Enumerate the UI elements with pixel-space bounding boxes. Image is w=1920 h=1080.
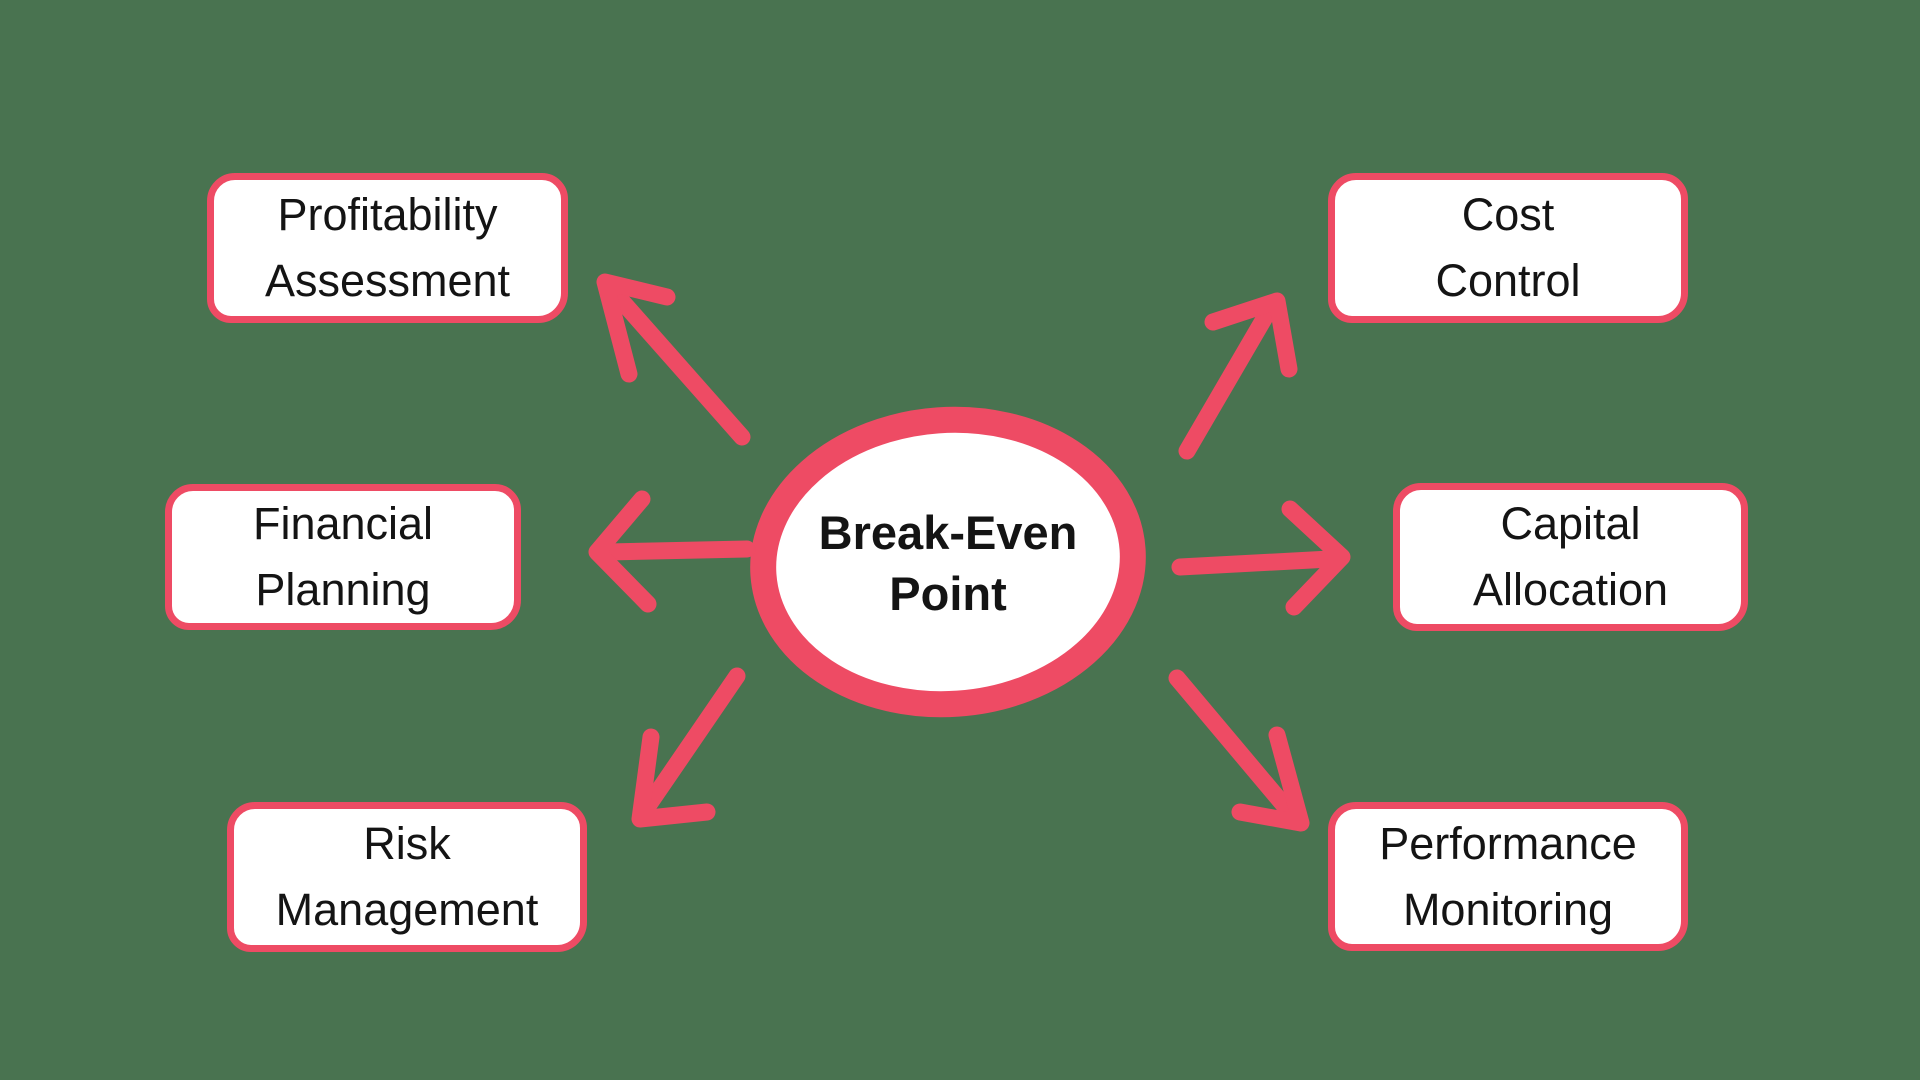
arrow-head [596, 273, 676, 383]
center-node-label: Break-Even Point [819, 502, 1078, 624]
center-label-line2: Point [889, 567, 1007, 620]
node-financial-planning: Financial Planning [165, 484, 521, 630]
node-label-line1: Cost [1461, 189, 1555, 240]
node-label-line2: Management [275, 884, 539, 935]
arrow-to-financial-planning [588, 490, 756, 613]
arrow-shaft [1178, 303, 1277, 460]
arrow-shaft [1168, 669, 1297, 819]
node-label-line2: Control [1435, 255, 1581, 306]
arrow-head [631, 728, 716, 828]
node-label-line1: Risk [363, 818, 451, 869]
arrow-to-capital-allocation [1171, 500, 1351, 616]
node-profitability-assessment: Profitability Assessment [207, 173, 568, 323]
node-label-line2: Assessment [264, 255, 511, 306]
arrow-to-risk-management [631, 667, 746, 828]
arrow-shaft [639, 667, 746, 815]
arrow-head [1231, 726, 1310, 832]
arrow-head [1281, 500, 1351, 616]
arrow-to-profitability-assessment [596, 273, 751, 446]
node-performance-monitoring: Performance Monitoring [1328, 802, 1688, 951]
node-label-line2: Planning [255, 564, 431, 615]
arrow-to-cost-control [1178, 292, 1298, 460]
node-label-line1: Performance [1379, 817, 1637, 869]
arrow-to-performance-monitoring [1168, 669, 1310, 832]
node-cost-control: Cost Control [1328, 173, 1688, 323]
arrow-head [588, 490, 657, 613]
node-label-line2: Monitoring [1402, 883, 1614, 935]
center-node-ellipse [750, 406, 1146, 718]
arrow-shaft [1171, 550, 1339, 576]
arrow-head [1204, 292, 1298, 378]
node-label-line1: Capital [1500, 498, 1641, 549]
arrow-shaft [599, 540, 756, 561]
arrow-shaft [603, 281, 751, 446]
node-label-line1: Financial [252, 498, 434, 549]
node-capital-allocation: Capital Allocation [1393, 483, 1748, 631]
node-label-line1: Profitability [277, 189, 498, 240]
node-label-line2: Allocation [1472, 564, 1669, 615]
node-risk-management: Risk Management [227, 802, 587, 952]
center-label-line1: Break-Even [818, 506, 1078, 559]
